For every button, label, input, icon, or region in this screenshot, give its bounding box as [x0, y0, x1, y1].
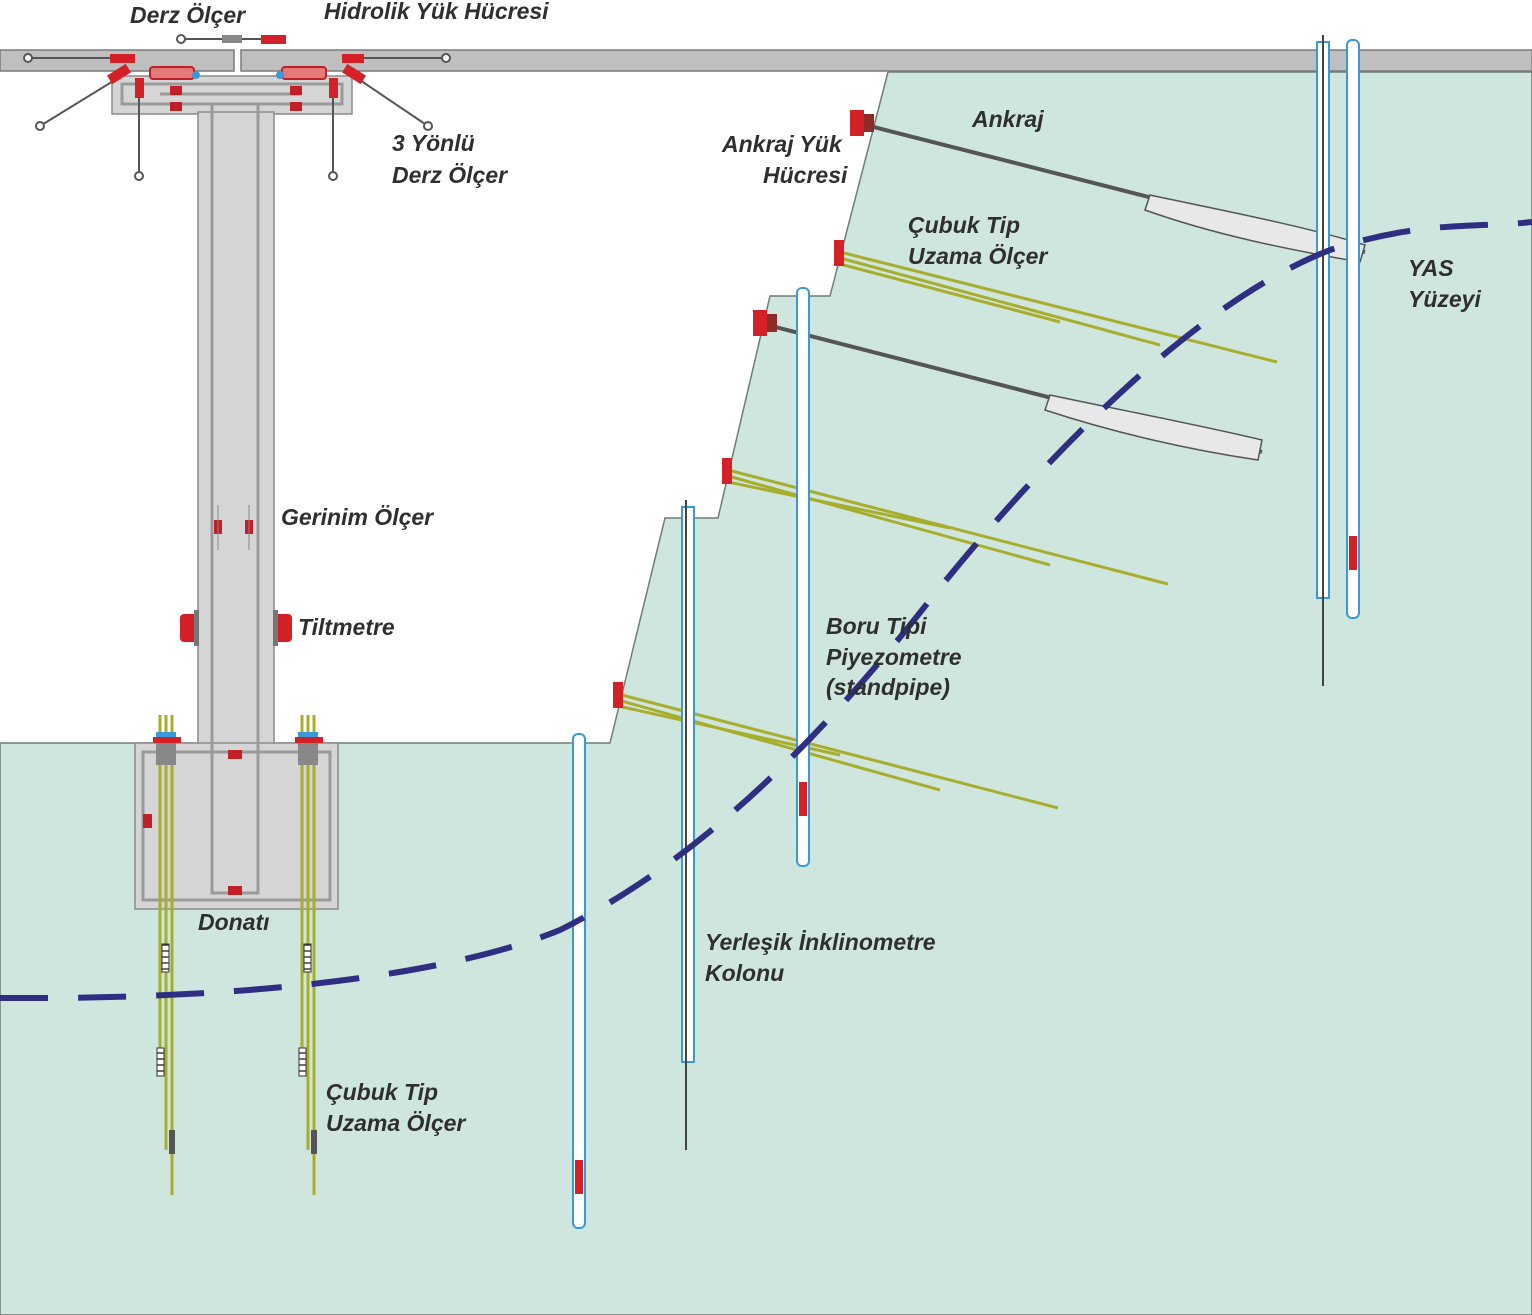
label-yerlesik-inklinometre: Yerleşik İnklinometre — [705, 929, 936, 955]
label-kolonu: Kolonu — [705, 960, 784, 986]
label-ankraj-yuk: Ankraj Yük — [721, 131, 843, 157]
label-donati: Donatı — [198, 909, 270, 935]
label-uzama-olcer-foot: Uzama Ölçer — [326, 1110, 466, 1136]
label-3-yonlu-derz: Derz Ölçer — [392, 162, 508, 188]
ground-anchors — [753, 110, 1366, 461]
label-tiltmetre: Tiltmetre — [298, 614, 395, 640]
label-yas: YAS — [1408, 255, 1454, 281]
label-hidrolik-yuk-hucresi: Hidrolik Yük Hücresi — [324, 0, 549, 24]
deck-right — [240, 49, 1532, 72]
joint-meters — [23, 34, 451, 181]
label-ankraj-hucresi: Hücresi — [763, 162, 848, 188]
label-yas-yuzeyi: Yüzeyi — [1408, 286, 1481, 312]
pier-footing — [134, 742, 339, 910]
pier-column — [197, 111, 275, 747]
piezometers — [572, 39, 1360, 1229]
inclinometer-columns — [681, 35, 1330, 1150]
label-ankraj: Ankraj — [971, 106, 1044, 132]
strain-gauges — [143, 86, 302, 895]
label-standpipe: (standpipe) — [826, 674, 950, 700]
label-cubuk-tip-slope: Çubuk Tip — [908, 212, 1020, 238]
label-boru-tipi: Boru Tipi — [826, 613, 927, 639]
label-cubuk-tip-foot: Çubuk Tip — [326, 1079, 438, 1105]
label-3-yonlu: 3 Yönlü — [392, 130, 475, 156]
label-uzama-olcer-slope: Uzama Ölçer — [908, 243, 1048, 269]
label-piyezometre: Piyezometre — [826, 644, 962, 670]
label-derz-olcer: Derz Ölçer — [130, 2, 246, 28]
tiltmeters — [180, 610, 292, 646]
label-gerinim-olcer: Gerinim Ölçer — [281, 504, 434, 530]
hydraulic-load-cells — [149, 66, 327, 80]
foundation-extensometers — [153, 715, 323, 1195]
slope-extensometer-heads — [613, 240, 844, 708]
water-table-line — [0, 219, 1532, 1002]
